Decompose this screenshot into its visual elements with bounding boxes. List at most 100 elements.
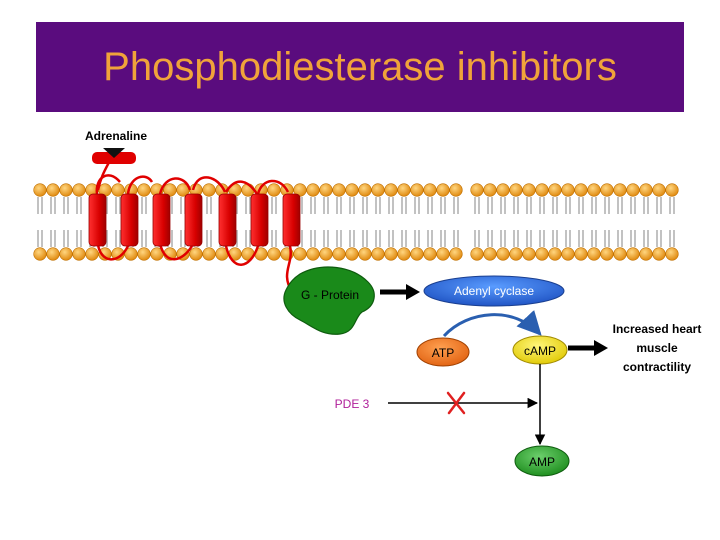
lipid-head bbox=[626, 183, 640, 197]
lipid-head bbox=[111, 183, 125, 197]
lipid-head bbox=[33, 247, 47, 261]
amp-ellipse bbox=[514, 445, 570, 477]
lipid-head bbox=[189, 247, 203, 261]
lipid-tails bbox=[63, 197, 69, 247]
lipid-tails bbox=[630, 197, 636, 247]
lipid-head bbox=[397, 247, 411, 261]
lipid-head bbox=[371, 247, 385, 261]
lipid-tails bbox=[427, 197, 433, 247]
effect-line-3: contractility bbox=[623, 360, 691, 374]
lipid-tails bbox=[401, 197, 407, 247]
lipid-bilayer bbox=[33, 183, 679, 261]
lipid-tails bbox=[388, 197, 394, 247]
slide-title: Phosphodiesterase inhibitors bbox=[103, 45, 617, 89]
lipid-head bbox=[470, 183, 484, 197]
lipid-head bbox=[436, 247, 450, 261]
conversion-arrow bbox=[442, 310, 542, 338]
lipid-tails bbox=[539, 197, 545, 247]
lipid-tails bbox=[513, 197, 519, 247]
lipid-tails bbox=[141, 197, 147, 247]
lipid-head bbox=[137, 247, 151, 261]
lipid-tails bbox=[375, 197, 381, 247]
lipid-head bbox=[665, 247, 679, 261]
lipid-head bbox=[202, 247, 216, 261]
lipid-tails bbox=[643, 197, 649, 247]
lipid-head bbox=[483, 183, 497, 197]
lipid-tails bbox=[453, 197, 459, 247]
lipid-head bbox=[600, 183, 614, 197]
lipid-head bbox=[202, 183, 216, 197]
lipid-tails bbox=[310, 197, 316, 247]
lipid-head bbox=[306, 183, 320, 197]
lipid-head bbox=[535, 247, 549, 261]
lipid-head bbox=[436, 183, 450, 197]
g-protein-shape bbox=[283, 266, 375, 335]
lipid-head bbox=[423, 247, 437, 261]
lipid-head bbox=[267, 183, 281, 197]
lipid-head bbox=[561, 183, 575, 197]
lipid-head bbox=[509, 183, 523, 197]
lipid-head bbox=[522, 183, 536, 197]
lipid-head bbox=[397, 183, 411, 197]
lipid-head bbox=[652, 183, 666, 197]
lipid-head bbox=[410, 247, 424, 261]
amp-label: AMP bbox=[529, 455, 555, 469]
lipid-head bbox=[626, 247, 640, 261]
adrenaline-label: Adrenaline bbox=[85, 129, 147, 143]
lipid-tails bbox=[487, 197, 493, 247]
lipid-head bbox=[548, 247, 562, 261]
lipid-head bbox=[72, 183, 86, 197]
lipid-tails bbox=[591, 197, 597, 247]
lipid-tails bbox=[206, 197, 212, 247]
lipid-head bbox=[613, 247, 627, 261]
lipid-head bbox=[561, 247, 575, 261]
adrenaline-ligand bbox=[103, 148, 125, 158]
lipid-head bbox=[306, 247, 320, 261]
lipid-tails bbox=[565, 197, 571, 247]
title-bar: Phosphodiesterase inhibitors bbox=[36, 22, 684, 112]
lipid-head bbox=[345, 247, 359, 261]
lipid-head bbox=[358, 247, 372, 261]
lipid-head bbox=[293, 247, 307, 261]
effect-line-1: Increased heart bbox=[613, 322, 702, 336]
atp-ellipse bbox=[416, 337, 470, 367]
lipid-head bbox=[639, 247, 653, 261]
camp-label: cAMP bbox=[524, 344, 556, 358]
lipid-head bbox=[319, 183, 333, 197]
lipid-head bbox=[410, 183, 424, 197]
pde3-label: PDE 3 bbox=[335, 397, 370, 411]
lipid-head bbox=[72, 247, 86, 261]
lipid-head bbox=[358, 183, 372, 197]
lipid-head bbox=[652, 247, 666, 261]
lipid-tails bbox=[617, 197, 623, 247]
lipid-tails bbox=[50, 197, 56, 247]
lipid-head bbox=[267, 247, 281, 261]
lipid-tails bbox=[578, 197, 584, 247]
lipid-tails bbox=[526, 197, 532, 247]
lipid-head bbox=[470, 247, 484, 261]
lipid-head bbox=[522, 247, 536, 261]
lipid-head bbox=[46, 183, 60, 197]
g-protein-label: G - Protein bbox=[301, 288, 359, 302]
lipid-tails bbox=[271, 197, 277, 247]
lipid-head bbox=[423, 183, 437, 197]
receptor-helices bbox=[88, 193, 301, 247]
lipid-head bbox=[345, 183, 359, 197]
lipid-tails bbox=[656, 197, 662, 247]
lipid-head bbox=[509, 247, 523, 261]
lipid-head bbox=[332, 247, 346, 261]
lipid-tails bbox=[669, 197, 675, 247]
adenyl-cyclase-ellipse bbox=[423, 275, 565, 307]
lipid-tails bbox=[440, 197, 446, 247]
lipid-head bbox=[665, 183, 679, 197]
lipid-tails bbox=[414, 197, 420, 247]
lipid-head bbox=[548, 183, 562, 197]
lipid-tails bbox=[604, 197, 610, 247]
lipid-head bbox=[449, 183, 463, 197]
lipid-head bbox=[613, 183, 627, 197]
atp-label: ATP bbox=[432, 346, 454, 360]
adenyl-cyclase-label: Adenyl cyclase bbox=[454, 284, 534, 298]
lipid-head bbox=[98, 247, 112, 261]
lipid-tails bbox=[245, 197, 251, 247]
lipid-head bbox=[384, 247, 398, 261]
